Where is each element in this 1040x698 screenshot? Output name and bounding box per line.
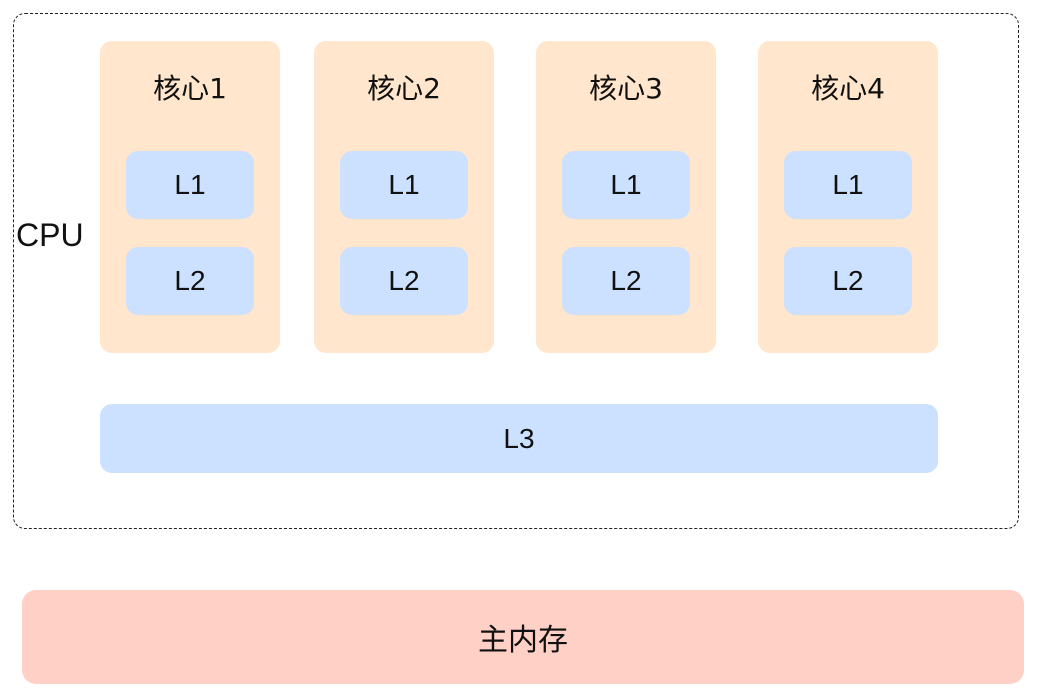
l3-cache: L3 xyxy=(100,404,938,473)
core-1: 核心1 L1 L2 xyxy=(100,41,280,353)
core-3: 核心3 L1 L2 xyxy=(536,41,716,353)
l2-cache: L2 xyxy=(126,247,254,315)
core-title: 核心1 xyxy=(153,72,227,105)
l1-cache: L1 xyxy=(126,151,254,219)
core-title: 核心4 xyxy=(811,72,885,105)
main-memory: 主内存 xyxy=(22,590,1024,684)
l1-cache: L1 xyxy=(340,151,468,219)
l1-cache: L1 xyxy=(784,151,912,219)
l2-cache: L2 xyxy=(340,247,468,315)
core-2: 核心2 L1 L2 xyxy=(314,41,494,353)
cpu-boundary xyxy=(13,13,1019,529)
core-title: 核心3 xyxy=(589,72,663,105)
l2-cache: L2 xyxy=(562,247,690,315)
cpu-label: CPU xyxy=(16,217,84,253)
l1-cache: L1 xyxy=(562,151,690,219)
core-title: 核心2 xyxy=(367,72,441,105)
l2-cache: L2 xyxy=(784,247,912,315)
core-4: 核心4 L1 L2 xyxy=(758,41,938,353)
